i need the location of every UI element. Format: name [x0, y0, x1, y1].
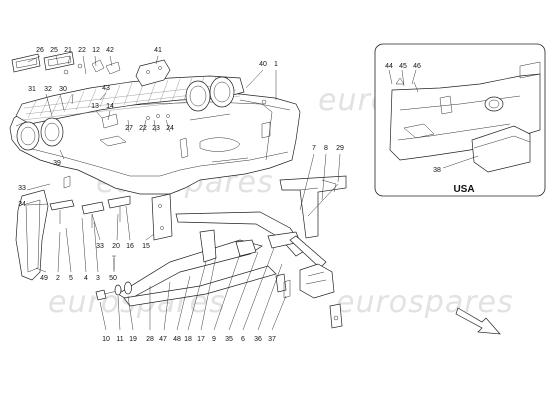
callout-6: 6 — [241, 336, 245, 343]
bumper-assembly — [9, 91, 301, 281]
callout-21: 21 — [64, 47, 72, 54]
callout-19: 19 — [129, 336, 137, 343]
callout-7: 7 — [312, 145, 316, 152]
callout-9: 9 — [212, 336, 216, 343]
usa-inset-panel — [374, 43, 546, 197]
watermark-text: eurospares — [336, 285, 514, 320]
leader-lines — [26, 55, 479, 331]
callout-12: 12 — [92, 47, 100, 54]
tail-lights — [16, 76, 235, 151]
callout-40: 40 — [259, 61, 267, 68]
callout-20: 20 — [112, 243, 120, 250]
callout-24: 24 — [166, 125, 174, 132]
callout-32: 32 — [44, 86, 52, 93]
callout-25: 25 — [50, 47, 58, 54]
callout-38: 38 — [433, 167, 441, 174]
callout-35: 35 — [225, 336, 233, 343]
callout-31: 31 — [28, 86, 36, 93]
callout-30: 30 — [59, 86, 67, 93]
callout-28: 28 — [146, 336, 154, 343]
callout-22: 22 — [78, 47, 86, 54]
callout-46: 46 — [413, 63, 421, 70]
callout-33: 33 — [18, 185, 26, 192]
callout-10: 10 — [102, 336, 110, 343]
callout-22: 22 — [139, 125, 147, 132]
callout-27: 27 — [125, 125, 133, 132]
callout-4: 4 — [84, 275, 88, 282]
callout-23: 23 — [152, 125, 160, 132]
callout-34: 34 — [18, 201, 26, 208]
callout-16: 16 — [126, 243, 134, 250]
callout-36: 36 — [254, 336, 262, 343]
callout-41: 41 — [154, 47, 162, 54]
callout-5: 5 — [69, 275, 73, 282]
callout-18: 18 — [184, 336, 192, 343]
center-support-plate — [151, 193, 173, 241]
usa-region-label: USA — [453, 184, 474, 195]
fasteners — [63, 59, 271, 189]
callout-14: 14 — [106, 103, 114, 110]
callout-11: 11 — [116, 336, 123, 343]
mounting-brackets — [49, 195, 131, 228]
callout-50: 50 — [109, 275, 117, 282]
callout-13: 13 — [91, 103, 99, 110]
callout-8: 8 — [324, 145, 328, 152]
support-frame — [117, 175, 347, 329]
callout-45: 45 — [399, 63, 407, 70]
bolts — [95, 255, 291, 301]
callout-43: 43 — [102, 85, 110, 92]
callout-1: 1 — [274, 61, 278, 68]
callout-2: 2 — [56, 275, 60, 282]
callout-39: 39 — [53, 160, 61, 167]
callout-49: 49 — [40, 275, 48, 282]
callout-labels: 26 25 21 22 12 42 41 40 1 31 32 30 43 13… — [18, 47, 474, 343]
callout-3: 3 — [96, 275, 100, 282]
callout-17: 17 — [197, 336, 205, 343]
callout-44: 44 — [385, 63, 393, 70]
callout-26: 26 — [36, 47, 44, 54]
license-plate-bracket — [135, 59, 171, 87]
callout-15: 15 — [142, 243, 150, 250]
plate-light-lenses — [11, 51, 83, 75]
callout-42: 42 — [106, 47, 114, 54]
callout-37: 37 — [268, 336, 276, 343]
callout-48: 48 — [173, 336, 181, 343]
callout-47: 47 — [159, 336, 167, 343]
direction-arrow-icon — [455, 307, 501, 335]
callout-33: 33 — [96, 243, 104, 250]
callout-29: 29 — [336, 145, 344, 152]
